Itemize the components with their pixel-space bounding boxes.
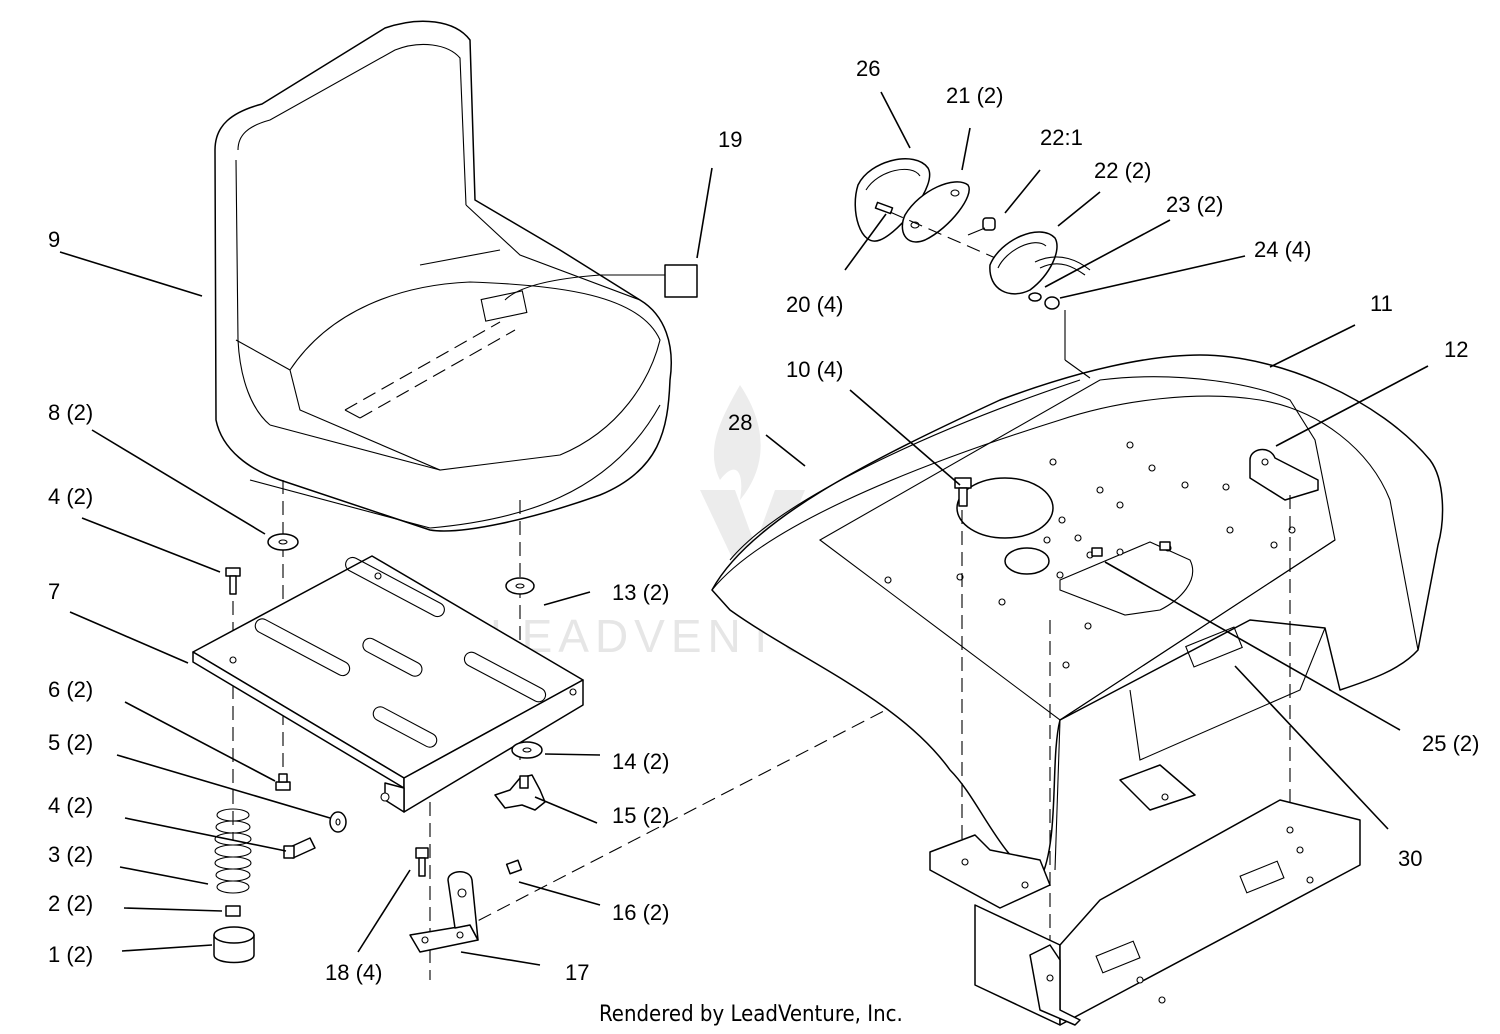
bumper-1 — [213, 926, 255, 964]
bolt-4-upper — [225, 567, 241, 595]
seat — [214, 20, 698, 532]
label-24: 24 (4) — [1254, 237, 1311, 262]
spring-3 — [214, 808, 252, 894]
seat-plate — [192, 555, 584, 813]
label-20: 20 (4) — [786, 292, 843, 317]
label-25: 25 (2) — [1422, 731, 1479, 756]
label-30: 30 — [1398, 846, 1422, 871]
knob-15 — [494, 774, 546, 811]
watermark-flame-logo — [713, 385, 761, 500]
label-1: 1 (2) — [48, 942, 93, 967]
bolt-4-lower — [283, 837, 316, 859]
label-26: 26 — [856, 56, 880, 81]
label-15: 15 (2) — [612, 803, 669, 828]
mount-line-fender — [459, 619, 1061, 931]
label-13: 13 (2) — [612, 580, 669, 605]
washer-14 — [511, 741, 543, 759]
washer-5 — [329, 811, 347, 833]
fender — [711, 354, 1444, 881]
nut-2 — [225, 905, 241, 917]
label-6: 6 (2) — [48, 677, 93, 702]
label-21: 21 (2) — [946, 83, 1003, 108]
label-19: 19 — [718, 127, 742, 152]
label-4-lower: 4 (2) — [48, 793, 93, 818]
label-7: 7 — [48, 579, 60, 604]
label-8: 8 (2) — [48, 400, 93, 425]
nut-16 — [505, 859, 523, 875]
label-5: 5 (2) — [48, 730, 93, 755]
label-11: 11 — [1370, 291, 1393, 316]
label-10: 10 (4) — [786, 357, 843, 382]
label-22-1: 22:1 — [1040, 125, 1083, 150]
label-16: 16 (2) — [612, 900, 669, 925]
leader-lines — [59, 91, 1429, 966]
bolt-18 — [415, 847, 429, 877]
label-17: 17 — [565, 960, 589, 985]
frame — [929, 764, 1361, 1026]
label-4-upper: 4 (2) — [48, 484, 93, 509]
labels: 9 19 8 (2) 4 (2) 7 13 (2) 6 (2) 5 (2) 14… — [48, 56, 1479, 985]
washer-13 — [505, 577, 535, 595]
label-22: 22 (2) — [1094, 158, 1151, 183]
light-assembly — [854, 158, 1091, 379]
label-3: 3 (2) — [48, 842, 93, 867]
bolt-6 — [275, 773, 291, 791]
footer-credit: Rendered by LeadVenture, Inc. — [599, 1002, 903, 1027]
watermark-v-logo — [700, 490, 805, 585]
label-28: 28 — [728, 410, 752, 435]
label-18: 18 (4) — [325, 960, 382, 985]
label-9: 9 — [48, 227, 60, 252]
label-14: 14 (2) — [612, 749, 669, 774]
label-23: 23 (2) — [1166, 192, 1223, 217]
label-12: 12 — [1444, 337, 1468, 362]
washer-8 — [267, 533, 299, 551]
bracket-17 — [409, 871, 479, 953]
label-2: 2 (2) — [48, 891, 93, 916]
